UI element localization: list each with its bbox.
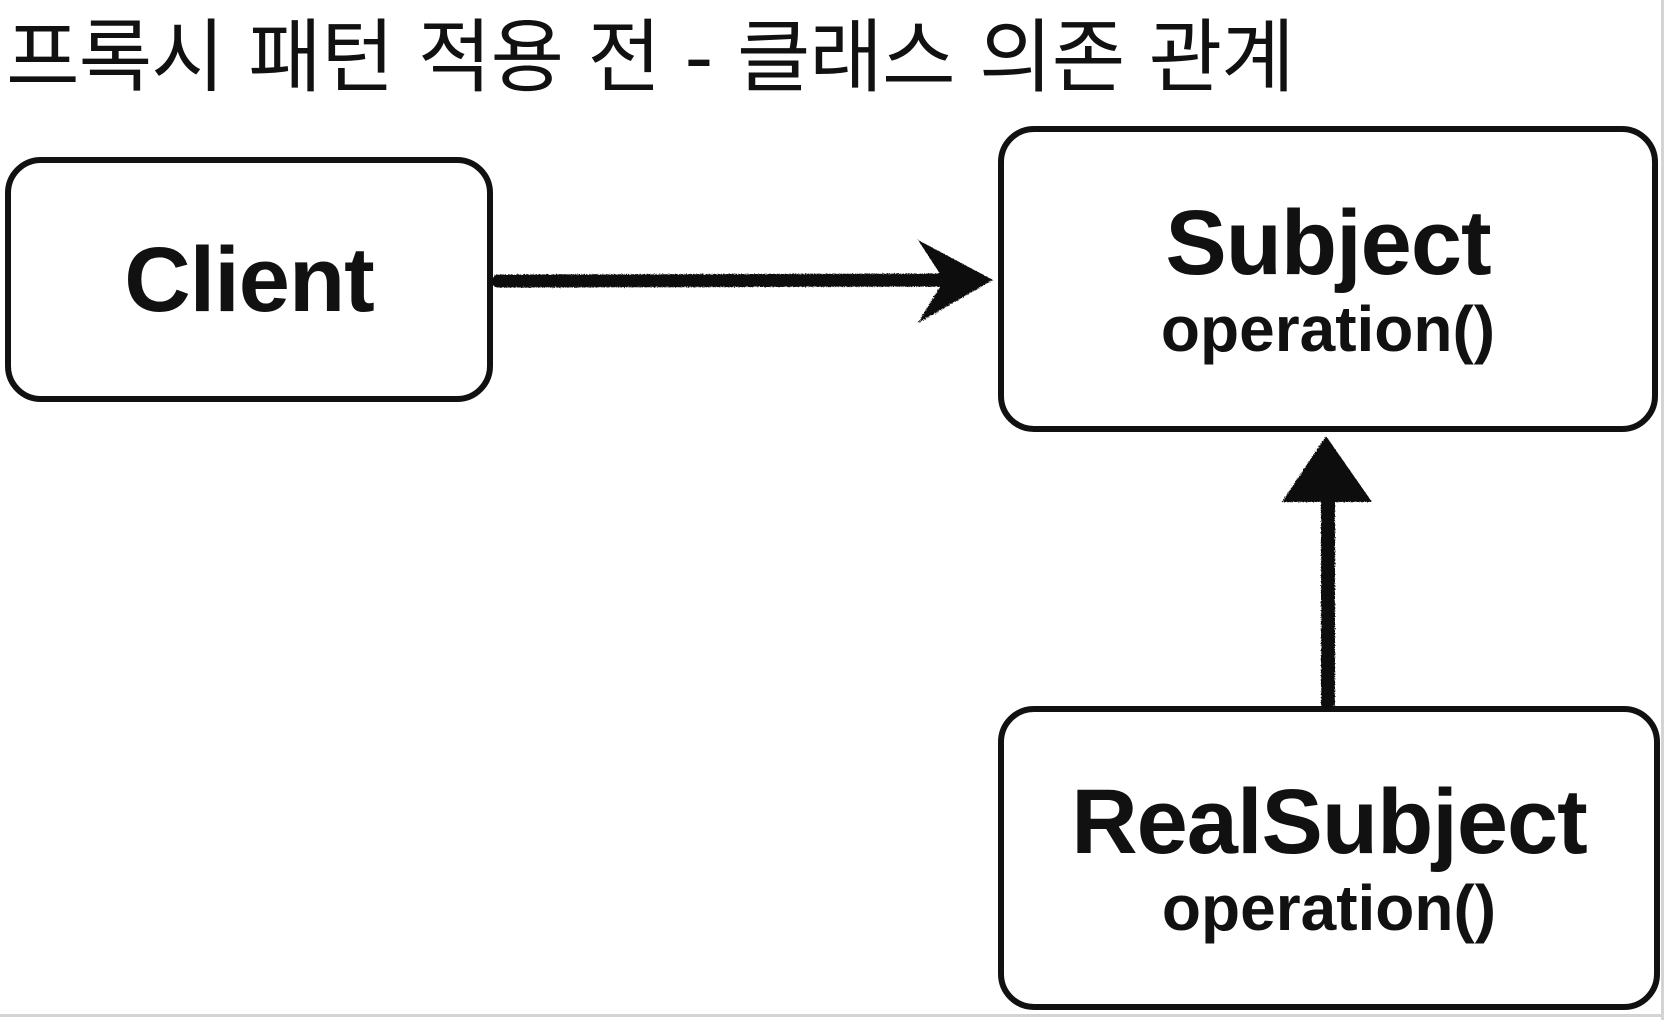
frame-border-right	[1661, 0, 1664, 1020]
real-subject-class-name: RealSubject	[1071, 771, 1588, 873]
arrowhead-right	[918, 240, 993, 323]
subject-class-box: Subject operation()	[998, 126, 1658, 432]
client-class-box: Client	[5, 157, 493, 402]
arrowhead-up	[1282, 436, 1372, 502]
client-to-subject-arrow	[491, 240, 993, 323]
frame-border-bottom	[0, 1014, 1664, 1017]
subject-method-name: operation()	[1160, 293, 1496, 365]
diagram-title: 프록시 패턴 적용 전 - 클래스 의존 관계	[6, 11, 1295, 104]
real-subject-to-subject-arrow	[1282, 436, 1372, 710]
subject-class-name: Subject	[1165, 192, 1491, 294]
real-subject-method-name: operation()	[1161, 872, 1497, 944]
real-subject-class-box: RealSubject operation()	[998, 706, 1660, 1010]
client-class-name: Client	[124, 228, 375, 331]
